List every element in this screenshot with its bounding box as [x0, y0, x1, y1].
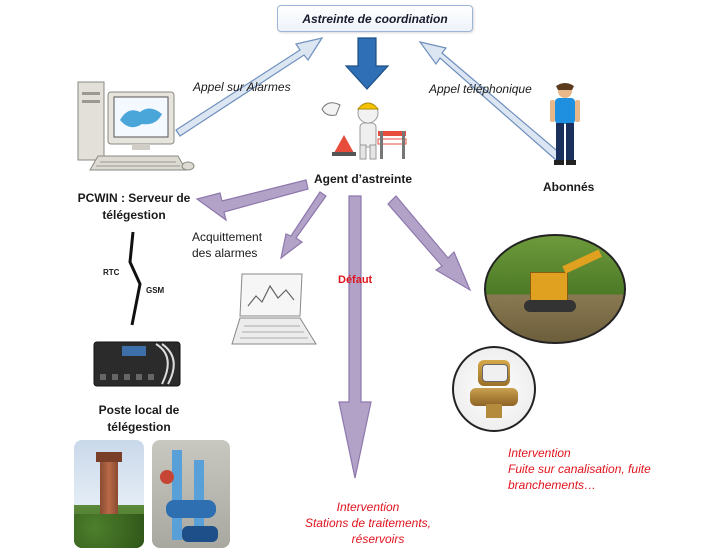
station-intervention-line3: réservoirs	[351, 532, 405, 546]
station-intervention: Intervention Stations de traitements, ré…	[290, 499, 446, 547]
fault-arrow	[338, 195, 372, 479]
ack-label: Acquittement des alarmes	[192, 230, 263, 260]
phone-call-label: Appel téléphonique	[429, 82, 532, 96]
server-label: PCWIN : Serveur de télégestion	[77, 191, 191, 222]
laptop-arrow	[280, 191, 327, 260]
phone-call-arrow	[418, 41, 563, 161]
pump-station-photo	[152, 440, 230, 548]
leak-intervention-line1: Intervention	[508, 446, 571, 460]
alarm-call-label: Appel sur Alarmes	[193, 80, 291, 94]
alarm-call-arrow	[175, 37, 324, 137]
rtc-label: RTC	[103, 268, 120, 277]
leak-intervention-line3: branchements…	[508, 478, 597, 492]
fault-label: Défaut	[338, 274, 373, 286]
telemetry-device-icon	[93, 341, 181, 387]
person-icon	[550, 83, 580, 165]
rtc-gsm-link	[128, 231, 142, 326]
station-intervention-line2: Stations de traitements,	[304, 516, 432, 530]
title-box: Astreinte de coordination	[277, 5, 473, 32]
leak-intervention: Intervention Fuite sur canalisation, fui…	[508, 445, 651, 493]
title-text: Astreinte de coordination	[302, 11, 448, 26]
blue-down-arrow	[344, 37, 390, 90]
excavator-arrow	[387, 195, 472, 292]
laptop-icon	[231, 273, 317, 345]
gsm-label: GSM	[146, 286, 165, 295]
local-post-label: Poste local de télégestion	[98, 403, 180, 434]
excavator-photo	[484, 234, 626, 344]
station-intervention-line1: Intervention	[336, 500, 400, 514]
water-tower-photo	[74, 440, 144, 548]
desktop-computer-icon	[77, 81, 195, 171]
worker-icon	[321, 102, 407, 160]
water-meter-photo	[452, 346, 536, 432]
agent-label: Agent d’astreinte	[314, 172, 413, 186]
leak-intervention-line2: Fuite sur canalisation, fuite	[508, 462, 651, 476]
ack-arrow	[195, 179, 309, 222]
subscribers-label: Abonnés	[543, 180, 595, 194]
